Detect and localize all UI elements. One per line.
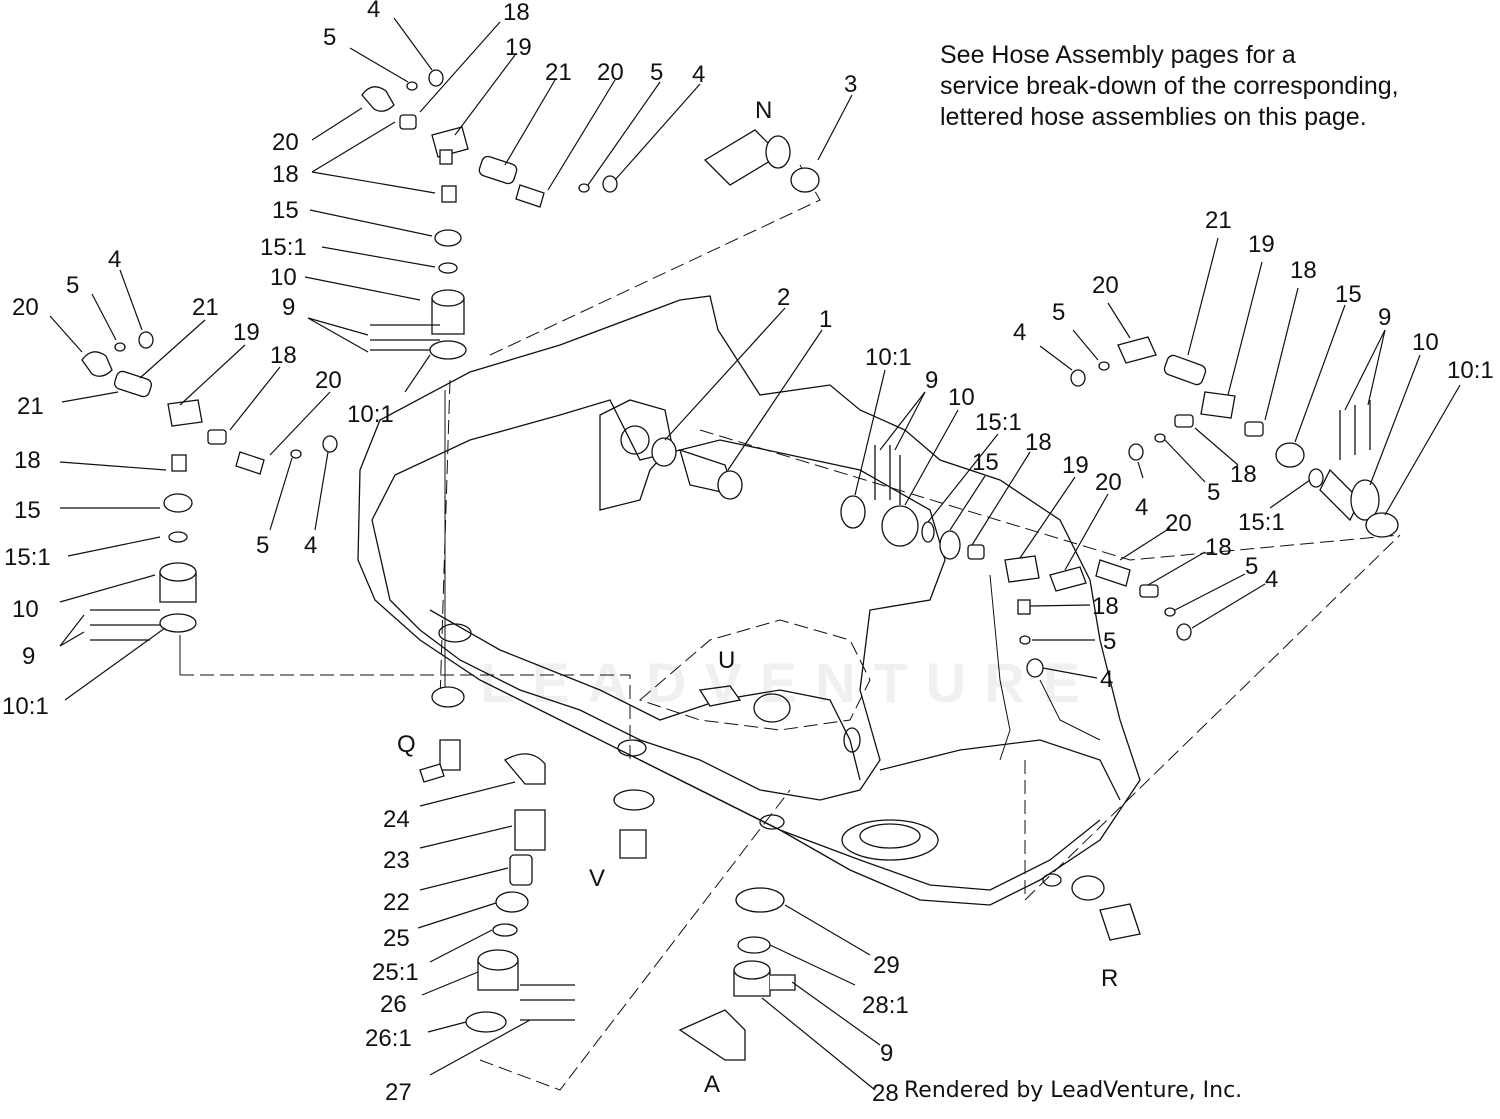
callout: 5 — [66, 272, 79, 299]
tank-bottom-edge — [639, 759, 1101, 891]
callout: 23 — [383, 847, 410, 874]
callout: 4 — [692, 61, 705, 88]
callout: 29 — [873, 952, 900, 979]
callout: 10 — [270, 264, 297, 291]
callout: 10:1 — [865, 344, 912, 371]
callout: 4 — [1100, 666, 1113, 693]
callout: 5 — [1207, 479, 1220, 506]
callout: 28:1 — [862, 992, 909, 1019]
callout: 25 — [383, 925, 410, 952]
callout: 5 — [650, 59, 663, 86]
callout: 22 — [383, 889, 410, 916]
callout: 18 — [503, 0, 530, 26]
tank-inner-rim — [371, 399, 946, 801]
callout: 4 — [367, 0, 380, 23]
hose-assembly-note: See Hose Assembly pages for a service br… — [940, 40, 1480, 133]
callout: 18 — [272, 161, 299, 188]
callout: 15 — [1335, 281, 1362, 308]
callout: 15:1 — [975, 409, 1022, 436]
note-line: lettered hose assemblies on this page. — [940, 103, 1367, 131]
callout: 9 — [22, 643, 35, 670]
note-line: service break-down of the corresponding, — [940, 72, 1399, 100]
callout: 25:1 — [372, 959, 419, 986]
callout: 28 — [872, 1080, 899, 1107]
callout: 5 — [256, 532, 269, 559]
callout: 15:1 — [260, 234, 307, 261]
hose-letters: N U Q V A R — [397, 97, 1118, 1098]
callout: 20 — [1165, 510, 1192, 537]
callout: 20 — [1095, 469, 1122, 496]
callout: 10:1 — [347, 401, 394, 428]
callout: 21 — [192, 294, 219, 321]
callout: 4 — [1013, 319, 1026, 346]
callout: 20 — [1092, 272, 1119, 299]
callout: 26 — [380, 991, 407, 1018]
callout: 10 — [12, 596, 39, 623]
note-line: See Hose Assembly pages for a — [940, 41, 1296, 69]
callout: 10:1 — [2, 693, 49, 720]
tank-outline — [357, 295, 1141, 906]
callout: 18 — [1092, 593, 1119, 620]
callout: 15:1 — [4, 544, 51, 571]
callout: 20 — [597, 59, 624, 86]
callout: 9 — [282, 294, 295, 321]
callout: 9 — [1378, 304, 1391, 331]
callout: 9 — [880, 1040, 893, 1067]
callout: 18 — [270, 342, 297, 369]
callout: 18 — [1290, 257, 1317, 284]
callout: 18 — [1205, 534, 1232, 561]
hose-letter-r: R — [1101, 965, 1118, 992]
callout: 10 — [1412, 329, 1439, 356]
callout: 19 — [1248, 231, 1275, 258]
callout: 10 — [948, 384, 975, 411]
callout: 19 — [505, 34, 532, 61]
watermark: LEADVENTURE — [480, 651, 1099, 714]
callout: 9 — [925, 367, 938, 394]
callout: 20 — [315, 367, 342, 394]
callout: 2 — [777, 284, 790, 311]
callout: 10:1 — [1447, 357, 1494, 384]
callout: 4 — [108, 246, 121, 273]
callout: 26:1 — [365, 1025, 412, 1052]
hose-letter-a: A — [704, 1071, 720, 1098]
rendered-by-credit: Rendered by LeadVenture, Inc. — [904, 1078, 1243, 1103]
callout: 18 — [1025, 429, 1052, 456]
hose-letter-u: U — [718, 647, 735, 674]
hose-letter-n: N — [755, 97, 772, 124]
callout: 1 — [819, 306, 832, 333]
callout: 15:1 — [1238, 509, 1285, 536]
callout: 15 — [272, 197, 299, 224]
callout: 5 — [1052, 299, 1065, 326]
callout: 18 — [14, 447, 41, 474]
callout: 21 — [17, 393, 44, 420]
callout: 24 — [383, 806, 410, 833]
callout: 27 — [385, 1079, 412, 1106]
callout: 15 — [972, 449, 999, 476]
hose-letter-q: Q — [397, 731, 416, 758]
callout: 19 — [233, 319, 260, 346]
tank-front-lip — [879, 739, 1121, 801]
callout: 21 — [545, 59, 572, 86]
callout: 3 — [844, 71, 857, 98]
callout: 4 — [1135, 494, 1148, 521]
callout: 21 — [1205, 207, 1232, 234]
callout: 19 — [1062, 452, 1089, 479]
callout: 5 — [1103, 628, 1116, 655]
callout: 5 — [323, 24, 336, 51]
callout: 4 — [304, 532, 317, 559]
callout: 4 — [1265, 566, 1278, 593]
callout: 20 — [272, 129, 299, 156]
callout: 15 — [14, 497, 41, 524]
callout: 20 — [12, 294, 39, 321]
callout: 5 — [1245, 553, 1258, 580]
hose-letter-v: V — [589, 865, 605, 892]
callout: 18 — [1230, 461, 1257, 488]
